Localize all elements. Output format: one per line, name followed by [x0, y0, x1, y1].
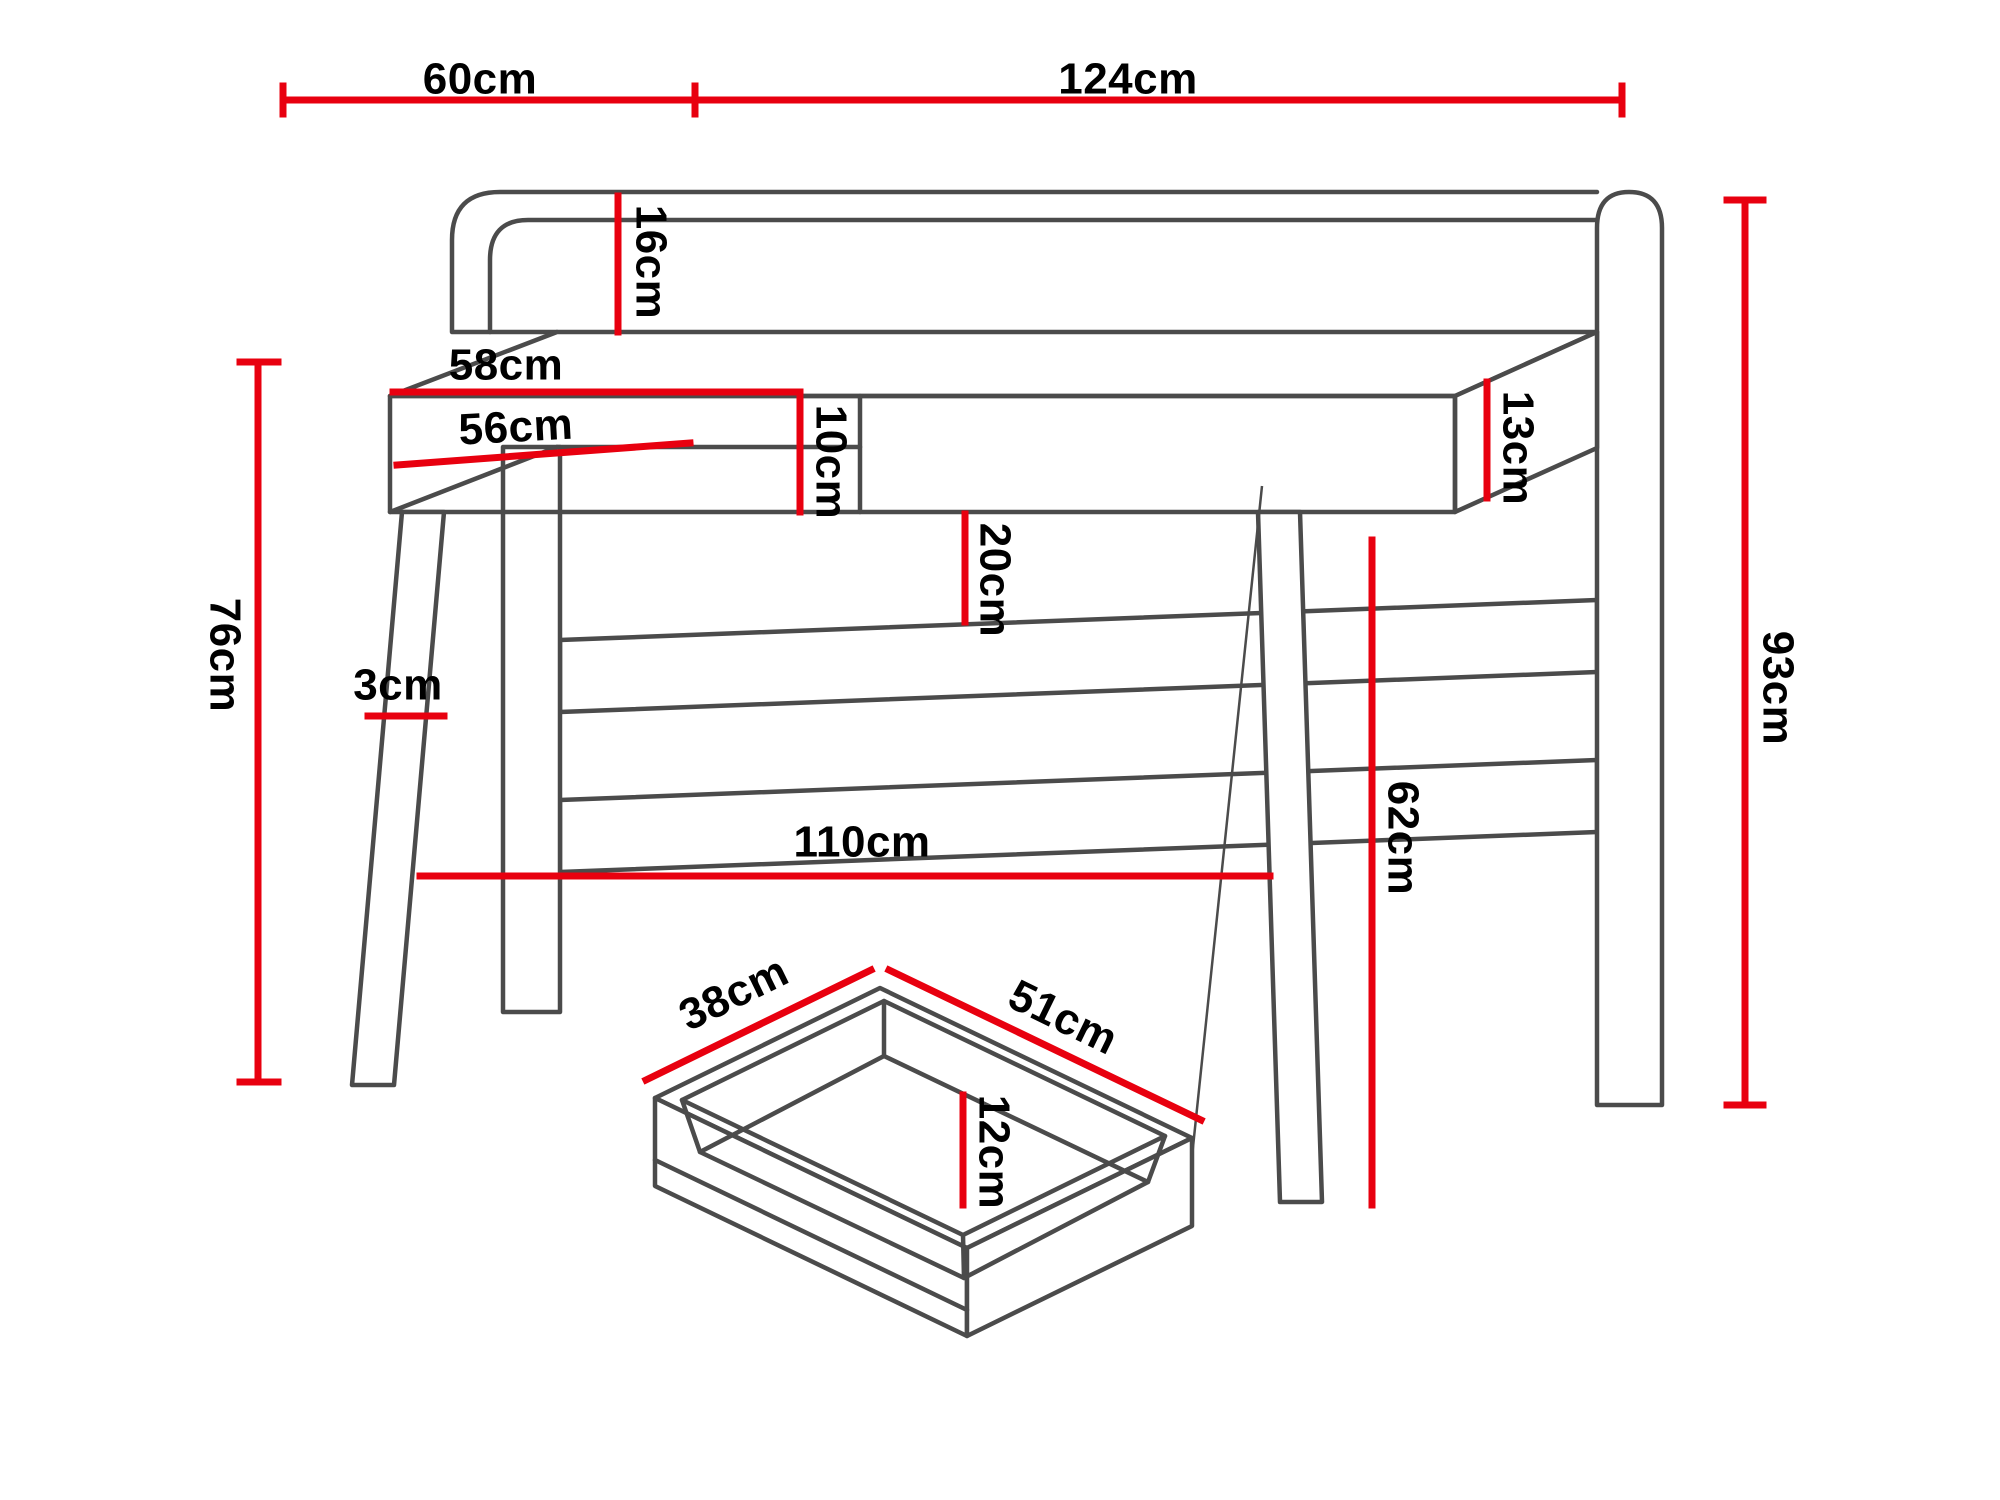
- dim-label-60: 60cm: [423, 55, 538, 104]
- riser-outer-edge: [449, 189, 1600, 335]
- dimension-opening-depth-56: 56cm: [393, 400, 694, 469]
- drawer-inner-corner-front: [960, 1232, 967, 1281]
- desk-outline: [349, 189, 1665, 1205]
- drawer-front-lip-edge: [652, 1157, 970, 1313]
- dim-line-56: [393, 439, 694, 469]
- drawer-floor: [697, 1053, 1151, 1281]
- dimension-side-13: 13cm: [1483, 378, 1542, 506]
- dim-label-16: 16cm: [626, 205, 675, 320]
- dim-line-38: [641, 965, 876, 1085]
- dimension-total-height-93: 93cm: [1723, 196, 1802, 1109]
- right-side-panel: [1594, 189, 1665, 1108]
- dim-label-110: 110cm: [793, 818, 930, 867]
- dim-label-3: 3cm: [353, 661, 443, 710]
- dim-label-58: 58cm: [449, 341, 564, 390]
- front-left-leg: [349, 509, 447, 1088]
- dim-label-20: 20cm: [970, 523, 1019, 638]
- dim-label-56: 56cm: [457, 400, 574, 455]
- dim-label-10: 10cm: [806, 405, 855, 520]
- dimension-gap-20: 20cm: [961, 510, 1019, 638]
- rail-lower: [557, 757, 1600, 875]
- dim-label-13: 13cm: [1493, 391, 1542, 506]
- dim-label-62: 62cm: [1378, 781, 1427, 896]
- dimension-clearance-62: 62cm: [1368, 536, 1427, 1209]
- dim-label-93: 93cm: [1753, 631, 1802, 746]
- drawer-leader-line: [1186, 485, 1264, 1196]
- drawer-inner-corner-right: [1145, 1133, 1168, 1185]
- dimension-apron-10: 10cm: [796, 394, 855, 520]
- desktop-surface: [387, 329, 1600, 399]
- dimension-width-124: 124cm: [691, 55, 1626, 118]
- dim-label-38: 38cm: [672, 946, 796, 1040]
- dimension-opening-width-58: 58cm: [389, 341, 804, 396]
- front-right-leg: [1255, 509, 1325, 1205]
- top-box-front-face: [387, 393, 1458, 515]
- dimension-depth-60: 60cm: [279, 55, 699, 118]
- dim-label-124: 124cm: [1058, 55, 1198, 104]
- dimension-riser-16: 16cm: [614, 192, 675, 336]
- drawer-inner-corner-left: [679, 1097, 703, 1155]
- dimension-drawer-height-12: 12cm: [959, 1091, 1018, 1210]
- dimension-desk-height-76: 76cm: [200, 358, 282, 1086]
- riser-inner-edge: [487, 217, 1600, 335]
- dim-line-51: [884, 965, 1206, 1125]
- dim-label-12: 12cm: [969, 1095, 1018, 1210]
- dim-label-76: 76cm: [200, 598, 249, 713]
- drawer-perspective: [652, 985, 1195, 1339]
- rail-upper: [557, 597, 1600, 715]
- dimension-leg-span-110: 110cm: [416, 818, 1274, 880]
- dimension-leg-3: 3cm: [353, 661, 448, 720]
- left-side-panel: [500, 444, 563, 1015]
